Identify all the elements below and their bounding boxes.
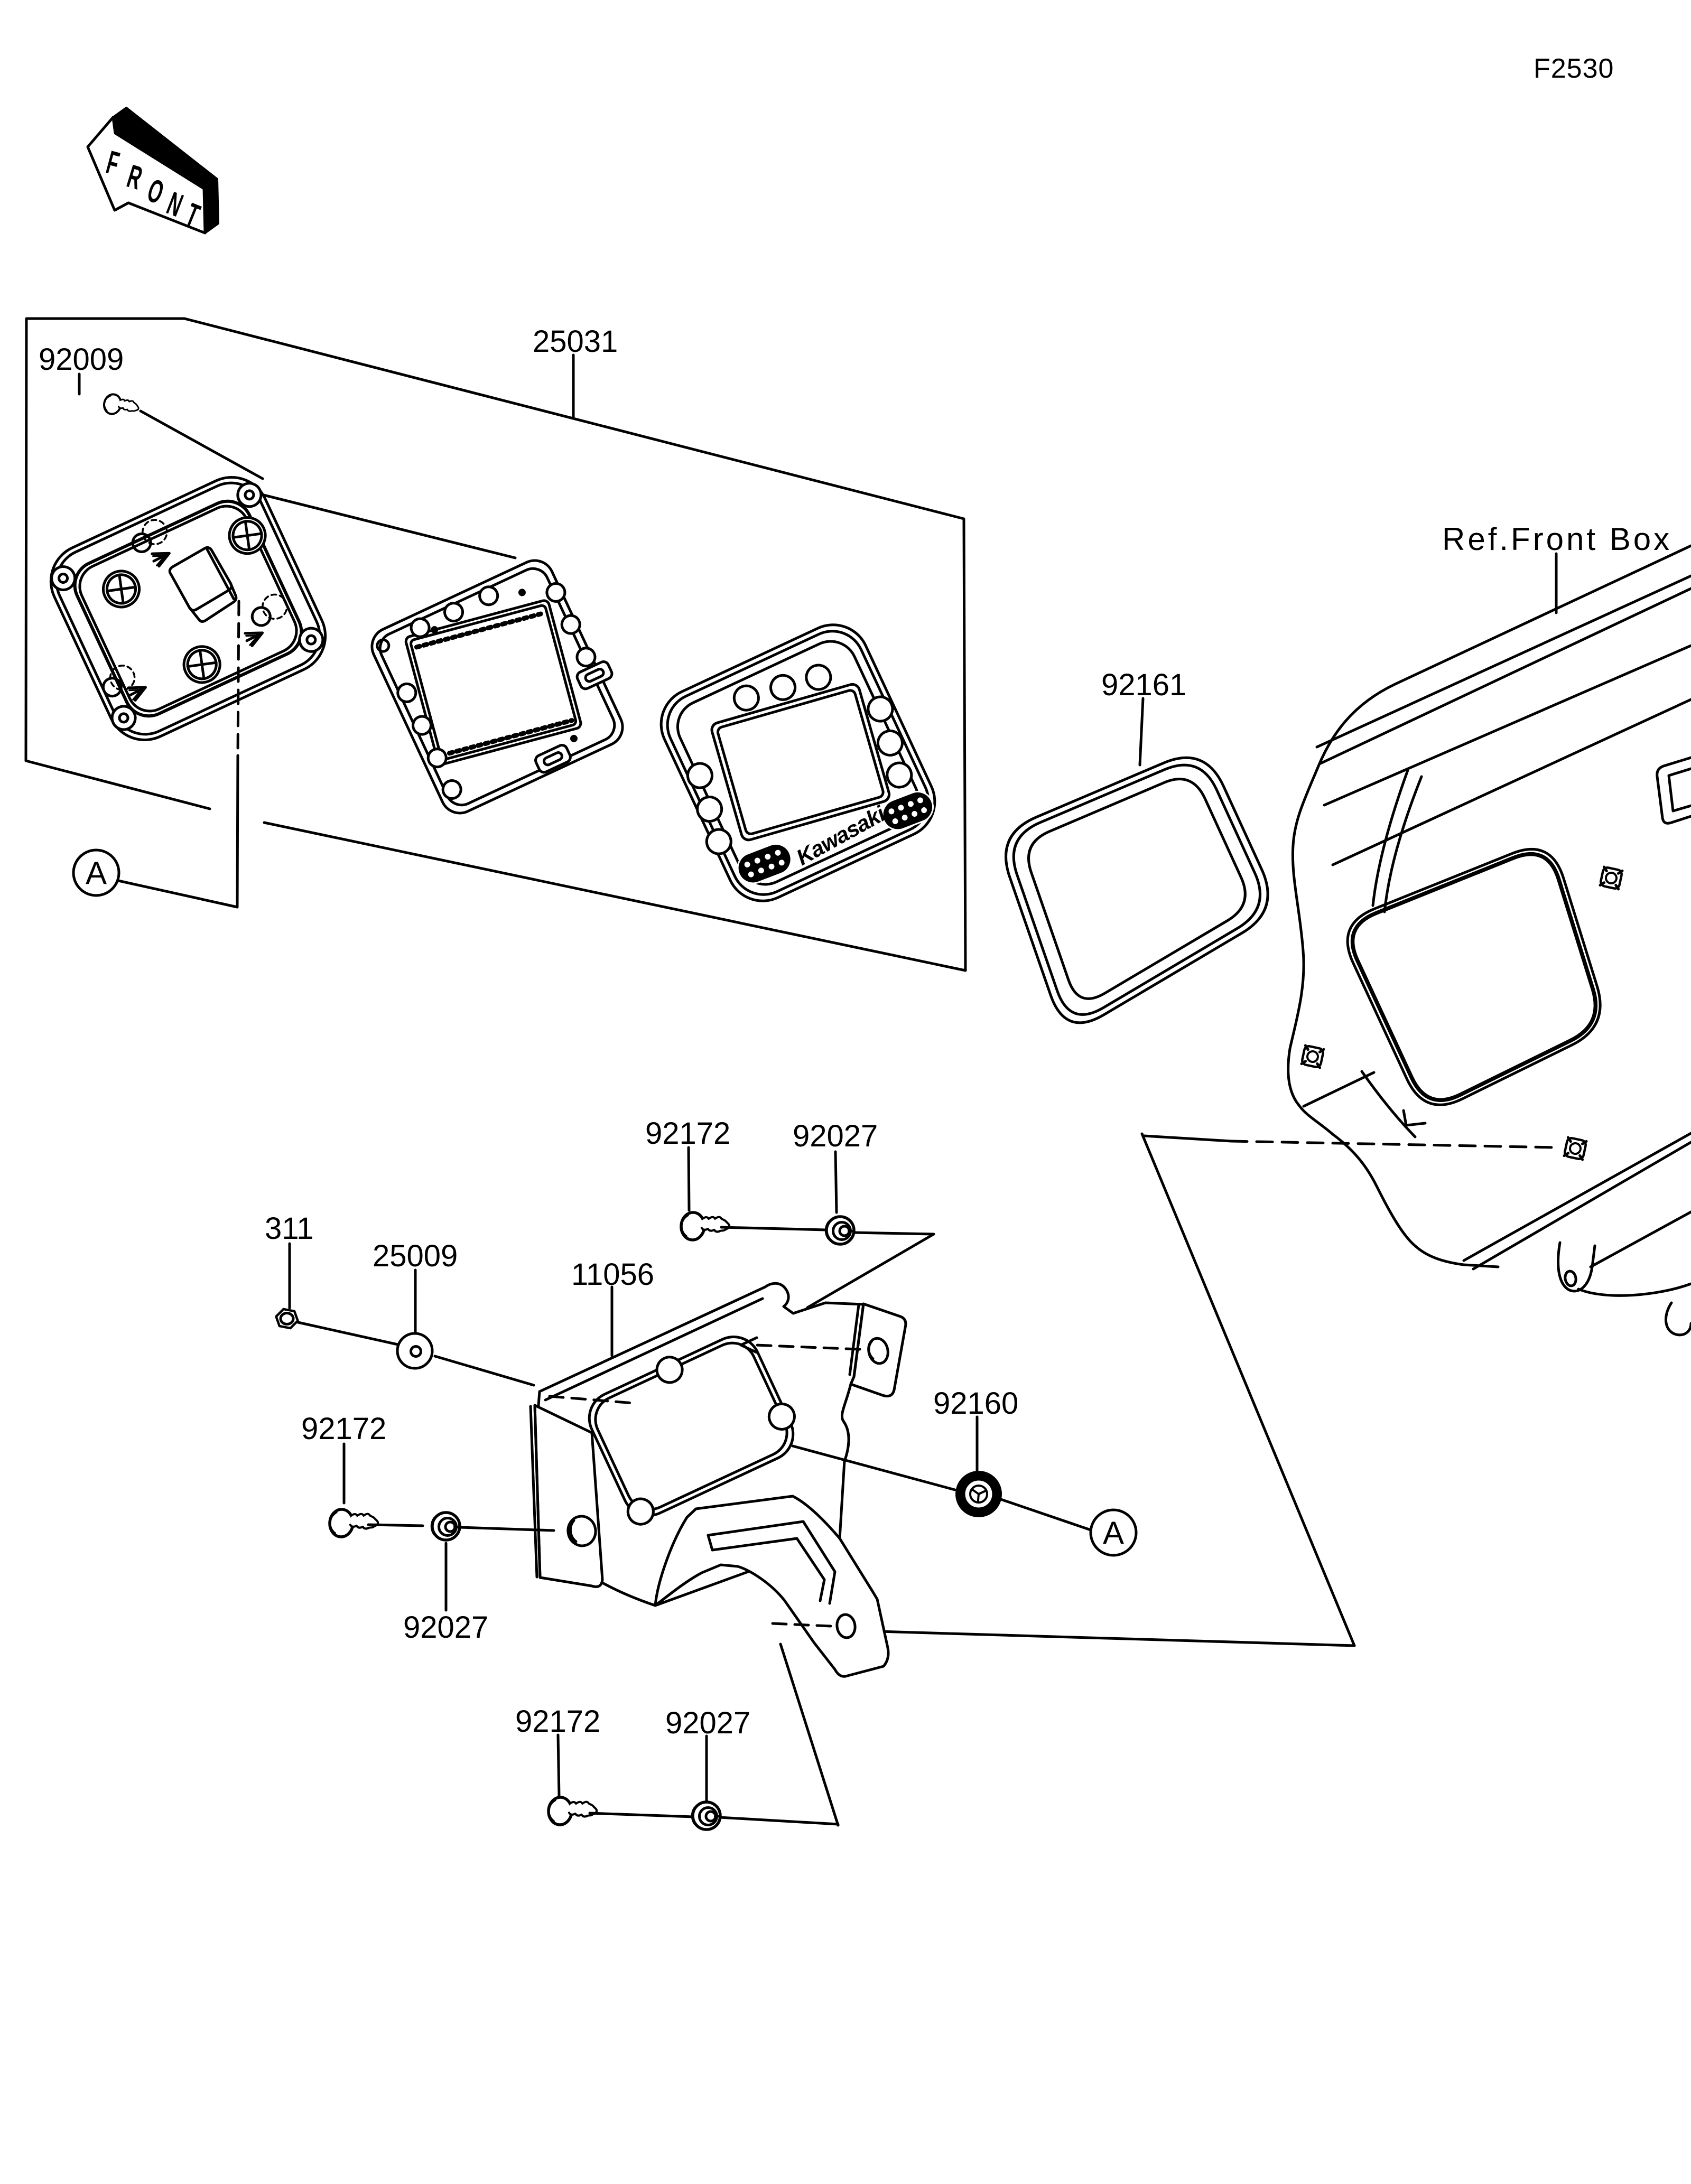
svg-text:A: A (86, 855, 107, 891)
svg-text:311: 311 (265, 1211, 313, 1246)
svg-text:92172: 92172 (301, 1412, 386, 1446)
svg-text:92027: 92027 (793, 1119, 878, 1153)
svg-text:92161: 92161 (1101, 668, 1186, 702)
svg-text:F2530: F2530 (1534, 53, 1614, 84)
svg-text:25031: 25031 (533, 324, 618, 359)
svg-text:92172: 92172 (645, 1116, 730, 1151)
svg-text:92160: 92160 (933, 1386, 1018, 1421)
svg-text:Ref.Front Box: Ref.Front Box (1442, 521, 1672, 557)
svg-text:92027: 92027 (665, 1706, 750, 1740)
svg-text:A: A (1103, 1515, 1124, 1551)
svg-text:25009: 25009 (373, 1239, 458, 1273)
svg-text:92009: 92009 (39, 342, 124, 377)
svg-text:92027: 92027 (403, 1610, 488, 1645)
svg-text:92172: 92172 (515, 1704, 600, 1739)
